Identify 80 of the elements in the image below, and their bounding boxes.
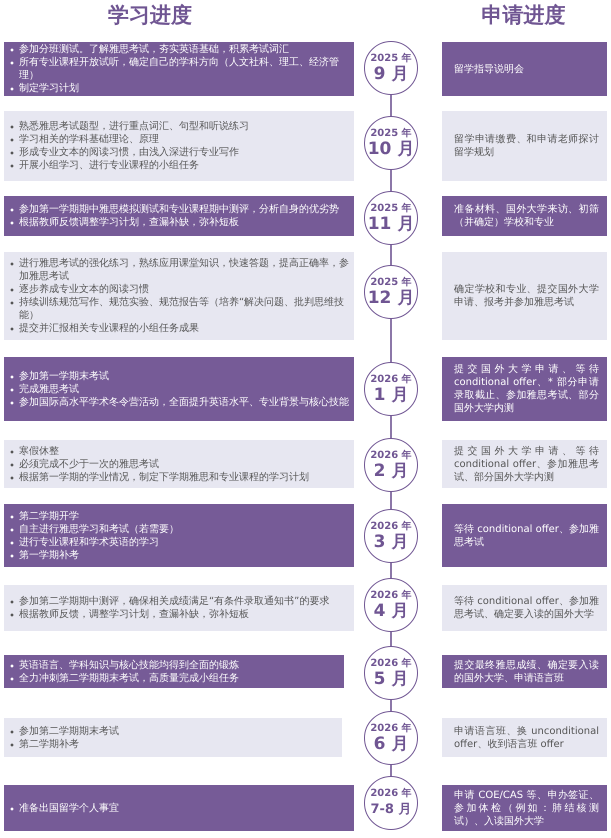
- month-circle: [364, 509, 418, 563]
- timeline-connector: [390, 245, 392, 265]
- year-text: 2025 年: [370, 128, 412, 140]
- year-text: 2026 年: [370, 722, 412, 734]
- month-circle: [364, 191, 418, 245]
- year-text: 2026 年: [370, 788, 412, 800]
- month-circle: [364, 41, 418, 95]
- column-heading: 学习进度: [107, 2, 193, 29]
- year-text: 2025 年: [370, 52, 412, 64]
- year-text: 2026 年: [370, 374, 412, 386]
- year-text: 2026 年: [370, 658, 412, 670]
- month-text: 3 月: [374, 532, 408, 552]
- month-circle: [364, 646, 418, 700]
- month-text: 5 月: [374, 670, 408, 688]
- study-task-box: [4, 504, 354, 567]
- application-step-box: [442, 504, 607, 567]
- timeline-connector: [390, 765, 392, 776]
- year-text: 2025 年: [370, 276, 412, 288]
- month-circle: [364, 362, 418, 416]
- application-step-box: [442, 440, 607, 488]
- timeline-connector: [390, 170, 392, 191]
- timeline-connector: [390, 563, 392, 578]
- month-circle: [364, 438, 418, 492]
- application-step-box: [442, 111, 607, 181]
- bullet-text: 参加国际高水平学术冬令营活动，全面提升英语水平、专业背景与核心技能: [10, 396, 350, 408]
- step-text: 等待 conditional offer、参加雅思考试: [454, 522, 599, 548]
- timeline-connector: [390, 95, 392, 116]
- timeline-connector: [390, 416, 392, 438]
- month-circle: [364, 265, 418, 319]
- month-circle: [364, 578, 418, 632]
- timeline-connector: [390, 700, 392, 711]
- bullet-text: 进行雅思考试的强化练习，熟练应用课堂知识，快速答题，提高正确率，参加雅思考试: [10, 257, 350, 283]
- month-text: 10 月: [368, 140, 414, 158]
- month-text: 1 月: [374, 386, 408, 404]
- step-text: 准备材料、国外大学来访、初筛（并确定）学校和专业: [454, 203, 599, 229]
- study-task-box: [4, 357, 354, 421]
- study-task-box: [4, 718, 342, 757]
- month-circle: [364, 711, 418, 765]
- month-text: 12 月: [368, 288, 414, 308]
- month-circle: [364, 116, 418, 170]
- timeline-connector: [390, 632, 392, 646]
- study-task-box: [4, 440, 354, 488]
- study-task-box: [4, 196, 354, 236]
- study-task-box: [4, 785, 354, 831]
- application-step-box: [442, 785, 607, 831]
- month-circle: [364, 776, 418, 830]
- step-text: 等待 conditional offer、参加雅思考试、确定要入读的国外大学: [454, 595, 599, 621]
- year-text: 2026 年: [370, 520, 412, 532]
- year-text: 2025 年: [370, 202, 412, 214]
- step-text: 申请语言班、换 unconditional offer、收到语言班 offer: [454, 724, 599, 750]
- step-text: 提交国外大学申请、等待 conditional offer、参加雅思考试、部分国外大学内测: [454, 444, 599, 484]
- timeline-connector: [390, 492, 392, 509]
- month-text: 9 月: [374, 64, 408, 84]
- step-text: 提交国外大学申请、等待 conditional offer、* 部分申请录取截止、参加雅思考试、部分国外大学内测: [454, 363, 599, 415]
- study-task-box: [4, 655, 344, 688]
- application-step-box: [442, 718, 607, 757]
- month-text: 11 月: [368, 214, 414, 234]
- application-step-box: [442, 585, 607, 631]
- study-task-box: [4, 252, 354, 340]
- timeline-connector: [390, 319, 392, 362]
- column-heading: 申请进度: [480, 2, 566, 29]
- application-step-box: [442, 357, 607, 421]
- step-text: 确定学校和专业、提交国外大学申请、报考并参加雅思考试: [454, 283, 599, 309]
- study-task-box: [4, 111, 354, 181]
- step-text: 留学申请缴费、和申请老师探讨留学规划: [454, 133, 599, 159]
- month-text: 7-8 月: [370, 800, 412, 818]
- application-step-box: [442, 196, 607, 236]
- month-text: 4 月: [374, 602, 408, 620]
- step-text: 提交最终雅思成绩、确定要入读的国外大学、申请语言班: [454, 658, 599, 684]
- step-text: 申请 COE/CAS 等、申办签证、参加体检（例如：肺结核测试）、入读国外大学: [454, 788, 599, 828]
- application-step-box: [442, 655, 607, 688]
- study-task-box: [4, 585, 354, 631]
- application-step-box: [442, 252, 607, 340]
- year-text: 2026 年: [370, 590, 412, 602]
- application-step-box: [442, 42, 607, 96]
- study-task-box: [4, 42, 354, 96]
- year-text: 2026 年: [370, 450, 412, 462]
- month-text: 2 月: [374, 462, 408, 480]
- step-text: 留学指导说明会: [454, 62, 525, 76]
- month-text: 6 月: [374, 734, 408, 754]
